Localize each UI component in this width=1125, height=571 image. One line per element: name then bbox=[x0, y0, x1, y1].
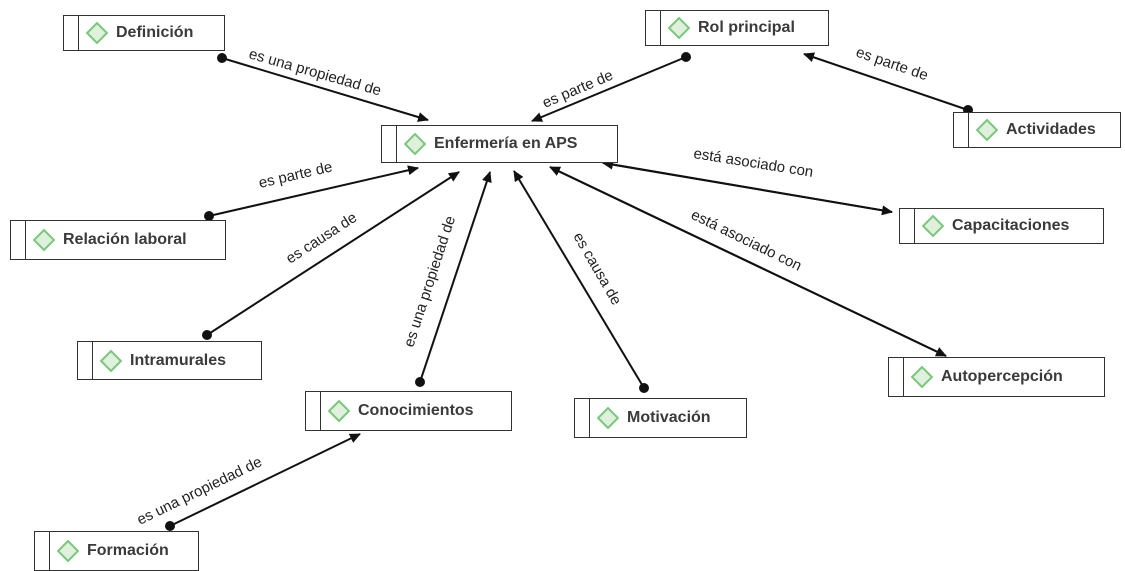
edge-label-motivacion: es causa de bbox=[570, 230, 625, 309]
node-enfermeria[interactable]: Enfermería en APS bbox=[381, 125, 618, 163]
node-label-autopercepcion: Autopercepción bbox=[941, 368, 1063, 385]
diamond-icon bbox=[32, 228, 56, 252]
diamond-icon bbox=[975, 118, 999, 142]
edge-formacion: es una propiedad de bbox=[134, 433, 361, 531]
node-actividades[interactable]: Actividades bbox=[953, 112, 1121, 148]
node-rol-principal[interactable]: Rol principal bbox=[645, 10, 829, 46]
node-relacion-laboral[interactable]: Relación laboral bbox=[10, 220, 226, 260]
edge-label-capacitaciones: está asociado con bbox=[692, 145, 814, 181]
node-intramurales[interactable]: Intramurales bbox=[77, 341, 262, 380]
node-autopercepcion[interactable]: Autopercepción bbox=[888, 357, 1105, 397]
node-label-definicion: Definición bbox=[116, 24, 194, 41]
diamond-icon bbox=[327, 399, 351, 423]
node-label-rol-principal: Rol principal bbox=[698, 19, 795, 36]
diamond-icon bbox=[910, 365, 934, 389]
node-label-motivacion: Motivación bbox=[627, 409, 711, 426]
edge-rol: es parte de bbox=[531, 52, 691, 122]
diamond-icon bbox=[56, 539, 80, 563]
diamond-icon bbox=[921, 214, 945, 238]
node-formacion[interactable]: Formación bbox=[34, 531, 199, 571]
edge-conocimientos: es una propiedad de bbox=[401, 171, 492, 387]
diamond-icon bbox=[596, 406, 620, 430]
edge-label-intramurales: es causa de bbox=[283, 209, 360, 267]
edge-label-conocimientos: es una propiedad de bbox=[401, 214, 459, 349]
node-capacitaciones[interactable]: Capacitaciones bbox=[899, 208, 1104, 244]
node-label-capacitaciones: Capacitaciones bbox=[952, 217, 1070, 234]
edge-label-rol: es parte de bbox=[540, 67, 616, 112]
node-label-formacion: Formación bbox=[87, 542, 169, 559]
diamond-icon bbox=[667, 16, 691, 40]
node-conocimientos[interactable]: Conocimientos bbox=[305, 391, 512, 431]
node-motivacion[interactable]: Motivación bbox=[574, 398, 747, 438]
edge-label-formacion: es una propiedad de bbox=[134, 453, 264, 528]
node-label-relacion-laboral: Relación laboral bbox=[63, 231, 187, 248]
diamond-icon bbox=[99, 349, 123, 372]
node-definicion[interactable]: Definición bbox=[63, 15, 225, 51]
diamond-icon bbox=[403, 132, 427, 156]
edge-capacitaciones: está asociado con bbox=[602, 145, 893, 216]
edge-definicion: es una propiedad de bbox=[217, 46, 429, 122]
edge-label-actividades: es parte de bbox=[854, 44, 931, 85]
node-label-intramurales: Intramurales bbox=[130, 351, 227, 369]
node-label-actividades: Actividades bbox=[1006, 121, 1096, 138]
node-label-enfermeria: Enfermería en APS bbox=[434, 135, 578, 152]
edge-label-relacion: es parte de bbox=[257, 158, 334, 191]
edge-autopercepcion: está asociado con bbox=[549, 166, 947, 357]
edge-relacion: es parte de bbox=[204, 158, 419, 221]
diamond-icon bbox=[85, 21, 109, 45]
edge-actividades: es parte de bbox=[803, 44, 973, 115]
node-label-conocimientos: Conocimientos bbox=[358, 402, 474, 419]
